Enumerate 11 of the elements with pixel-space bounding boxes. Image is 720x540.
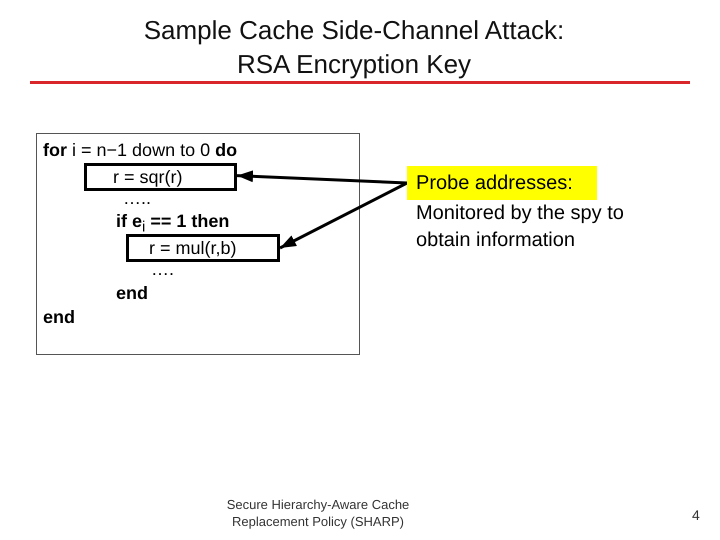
page-number: 4 [692,506,700,524]
code-line: for i = n−1 down to 0 do [43,139,238,161]
code-panel [36,133,360,355]
code-line: end [43,306,76,328]
code-line: end [116,282,148,304]
arrow [236,170,408,184]
slide-title: Sample Cache Side-Channel Attack: RSA Encryption Key [142,14,566,81]
arrow [279,182,408,250]
footer-text: Secure Hierarchy-Aware Cache Replacement Policy (SHARP) [226,496,410,530]
annotation-text: Monitored by the spy to obtain information [416,201,625,253]
highlighted-label: Probe addresses: [407,166,597,200]
